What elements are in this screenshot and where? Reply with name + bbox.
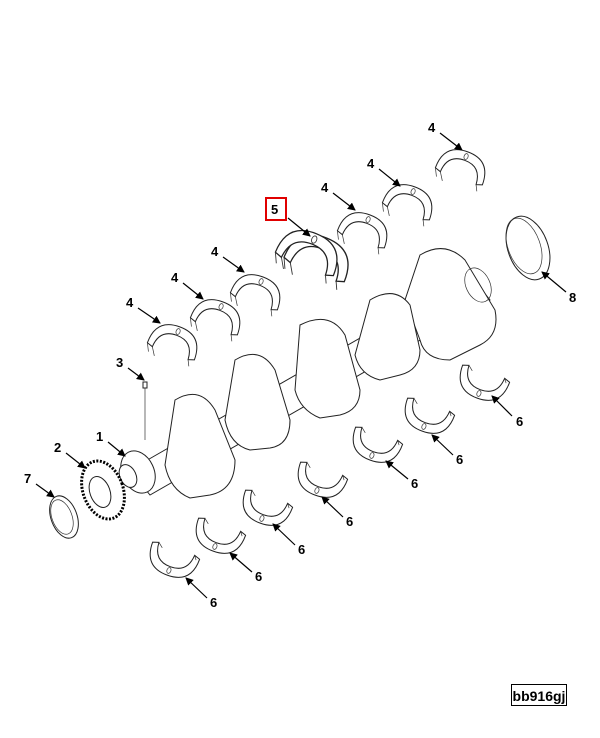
- lower-bearing-shell: [453, 362, 511, 408]
- crankshaft-gear: [80, 459, 126, 521]
- callout-4: 4: [321, 180, 329, 195]
- callout-8: 8: [569, 290, 576, 305]
- dowel-pin: [142, 381, 148, 440]
- callout-6: 6: [456, 452, 463, 467]
- crankshaft: [118, 248, 497, 499]
- callout-4: 4: [171, 270, 179, 285]
- callout-5[interactable]: 5: [271, 202, 278, 217]
- callout-3: 3: [116, 355, 123, 370]
- rear-seal-ring: [505, 215, 551, 281]
- callout-1: 1: [96, 429, 103, 444]
- thrust-bearing-shell: [270, 221, 358, 295]
- upper-bearing-shell: [186, 292, 247, 345]
- figure-id-label: bb916gj: [511, 684, 567, 706]
- lower-bearing-shell: [236, 487, 294, 533]
- upper-bearing-shell: [143, 317, 204, 370]
- upper-bearing-shell: [431, 142, 492, 195]
- highlight-box: [265, 197, 287, 221]
- callout-4: 4: [211, 244, 219, 259]
- front-seal-ring: [49, 495, 79, 539]
- lower-bearing-shell: [143, 539, 201, 585]
- callout-arrows: [35, 132, 567, 599]
- callout-6: 6: [516, 414, 523, 429]
- callout-4: 4: [367, 156, 375, 171]
- lower-bearing-shell: [398, 395, 456, 441]
- callout-6: 6: [210, 595, 217, 610]
- callout-6: 6: [298, 542, 305, 557]
- lower-bearing-shell: [346, 424, 404, 470]
- callout-2: 2: [54, 440, 61, 455]
- callout-7: 7: [24, 471, 31, 486]
- lower-bearing-shell: [291, 459, 349, 505]
- callout-4: 4: [428, 120, 436, 135]
- callout-6: 6: [346, 514, 353, 529]
- callout-6: 6: [255, 569, 262, 584]
- upper-bearing-shell: [378, 177, 439, 230]
- lower-bearing-shell: [189, 515, 247, 561]
- callout-6: 6: [411, 476, 418, 491]
- callout-4: 4: [126, 295, 134, 310]
